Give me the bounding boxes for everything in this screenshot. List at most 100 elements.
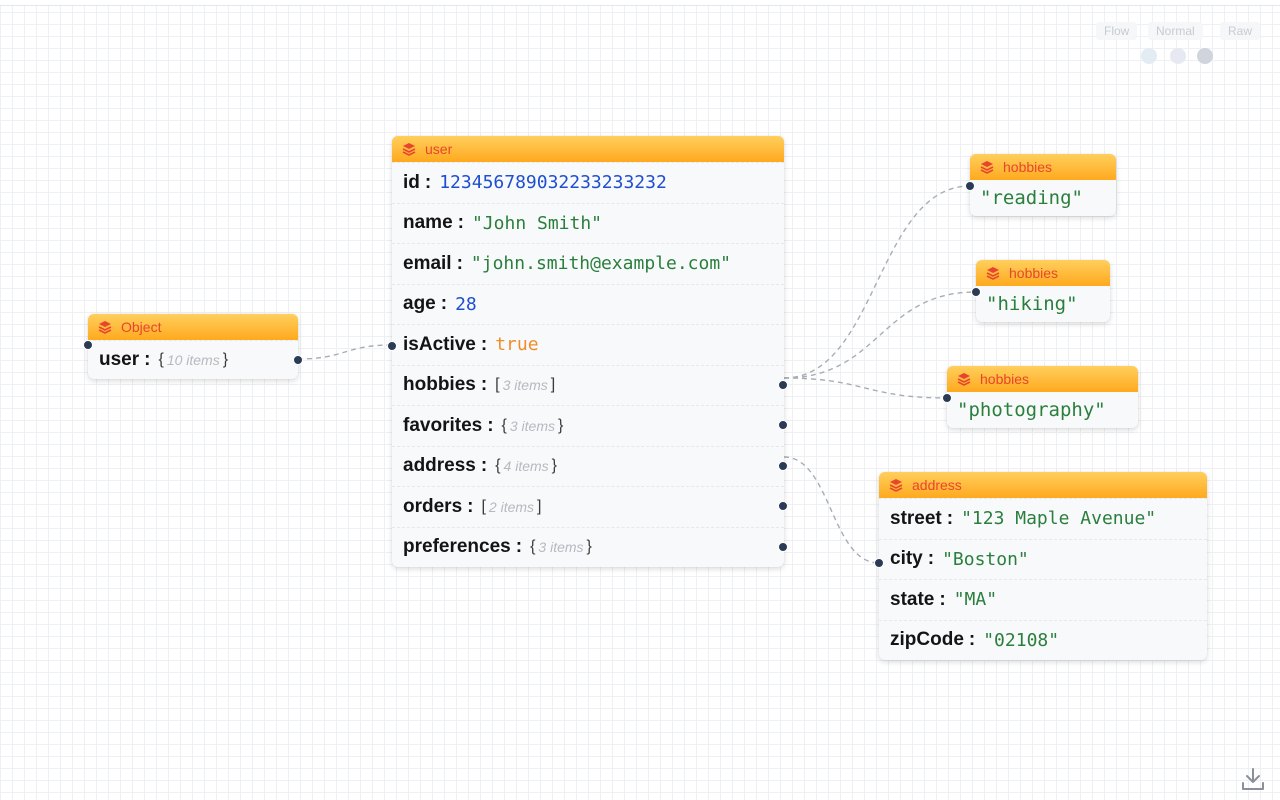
node-object[interactable]: Object user: {10 items} [83,314,303,379]
close-bracket: ] [550,376,556,394]
edge-root-user [297,344,393,360]
row-user[interactable]: user: {10 items} [88,340,303,379]
row-name[interactable]: name: "John Smith" [392,202,784,244]
node-header: address [879,472,1207,498]
row-favorites[interactable]: favorites: {3 items} [392,405,788,446]
target-handle[interactable] [942,393,952,403]
source-handle[interactable] [778,379,788,390]
row-age[interactable]: age: 28 [392,283,784,325]
node-title: user [425,141,453,157]
open-bracket: [ [481,497,486,515]
row-city[interactable]: city: "Boston" [879,538,1207,580]
node-user[interactable]: user id: 12345678903223323323​2 name: "J… [387,136,788,568]
string-value: "reading" [980,187,1083,209]
target-handle[interactable] [874,558,884,568]
row-id[interactable]: id: 12345678903223323323​2 [392,162,784,203]
node-header: user [392,136,784,162]
row-orders[interactable]: orders: [2 items] [392,486,788,527]
row-email[interactable]: email: "john.smith@example.com" [392,243,784,284]
node-hobby-reading[interactable]: hobbies "reading" [965,154,1116,216]
colon: : [480,374,488,396]
item-count: 3 items [502,377,548,394]
string-value: "Boston" [942,548,1029,570]
layers-icon [98,320,112,334]
edge-hobbies-hiking [783,291,977,379]
layers-icon [957,372,971,386]
colon: : [515,536,523,558]
layers-icon [889,478,903,492]
row-key: name [403,212,453,234]
leaf-value-row[interactable]: "photography" [947,392,1138,428]
string-value: "MA" [953,589,998,611]
close-bracket: } [558,416,564,434]
colon: : [939,588,946,610]
node-header: Object [88,314,298,340]
close-bracket: ] [537,497,542,515]
item-count: 4 items [503,458,549,475]
colon: : [457,212,464,234]
row-key: city [890,548,923,570]
open-bracket: { [495,457,501,475]
source-handle[interactable] [293,355,303,365]
leaf-value-row[interactable]: "reading" [970,180,1116,216]
string-value: "photography" [957,399,1106,421]
row-street[interactable]: street: "123 Maple Avenue" [879,498,1207,539]
string-value: "02108" [983,629,1060,651]
number-value: 28 [455,293,477,315]
target-handle[interactable] [83,340,93,350]
theme-dot-medium[interactable] [1170,48,1186,64]
source-handle[interactable] [778,501,788,511]
edge-address [783,456,880,564]
colon: : [467,495,474,517]
node-title: hobbies [1003,159,1053,175]
row-address[interactable]: address: {4 items} [392,445,788,487]
target-handle[interactable] [387,341,397,351]
string-value: "hiking" [986,293,1078,315]
view-normal-button[interactable]: Normal [1148,22,1203,40]
node-title: hobbies [1009,265,1059,281]
close-bracket: } [551,457,558,475]
row-key: user [99,349,140,370]
row-zipcode[interactable]: zipCode: "02108" [879,619,1207,661]
row-key: id [403,171,420,193]
download-icon [1242,768,1264,790]
row-key: preferences [403,536,511,558]
item-count: 2 items [488,498,535,515]
node-title: address [912,477,962,493]
leaf-value-row[interactable]: "hiking" [976,286,1110,322]
row-key: age [403,293,436,315]
colon: : [927,548,935,570]
colon: : [440,293,448,315]
row-preferences[interactable]: preferences: {3 items} [392,526,788,568]
string-value: "123 Maple Avenue" [961,508,1157,530]
item-count: 10 items [166,352,220,368]
open-bracket: [ [495,376,500,394]
target-handle[interactable] [965,181,975,191]
node-hobby-photography[interactable]: hobbies "photography" [942,366,1138,428]
colon: : [144,349,151,370]
view-flow-button[interactable]: Flow [1096,22,1138,40]
colon: : [456,252,463,274]
row-state[interactable]: state: "MA" [879,579,1207,620]
node-header: hobbies [970,154,1116,180]
row-isactive[interactable]: isActive: true [392,324,784,365]
row-key: address [403,455,476,477]
row-hobbies[interactable]: hobbies: [3 items] [392,364,788,406]
theme-dot-light[interactable] [1141,48,1157,64]
boolean-value: true [495,334,539,356]
view-raw-button[interactable]: Raw [1220,22,1261,40]
source-handle[interactable] [778,460,788,471]
source-handle[interactable] [778,420,788,430]
row-key: zipCode [890,629,964,651]
node-hobby-hiking[interactable]: hobbies "hiking" [971,260,1110,322]
download-button[interactable] [1240,766,1266,792]
theme-dot-dark[interactable] [1197,48,1213,64]
node-address[interactable]: address street: "123 Maple Avenue" city:… [874,472,1207,661]
open-bracket: { [501,416,507,434]
row-key: state [890,588,935,610]
source-handle[interactable] [778,541,788,552]
target-handle[interactable] [971,287,981,297]
number-value: 12345678903223323323​2 [439,172,667,194]
colon: : [487,414,494,436]
layers-icon [980,160,994,174]
